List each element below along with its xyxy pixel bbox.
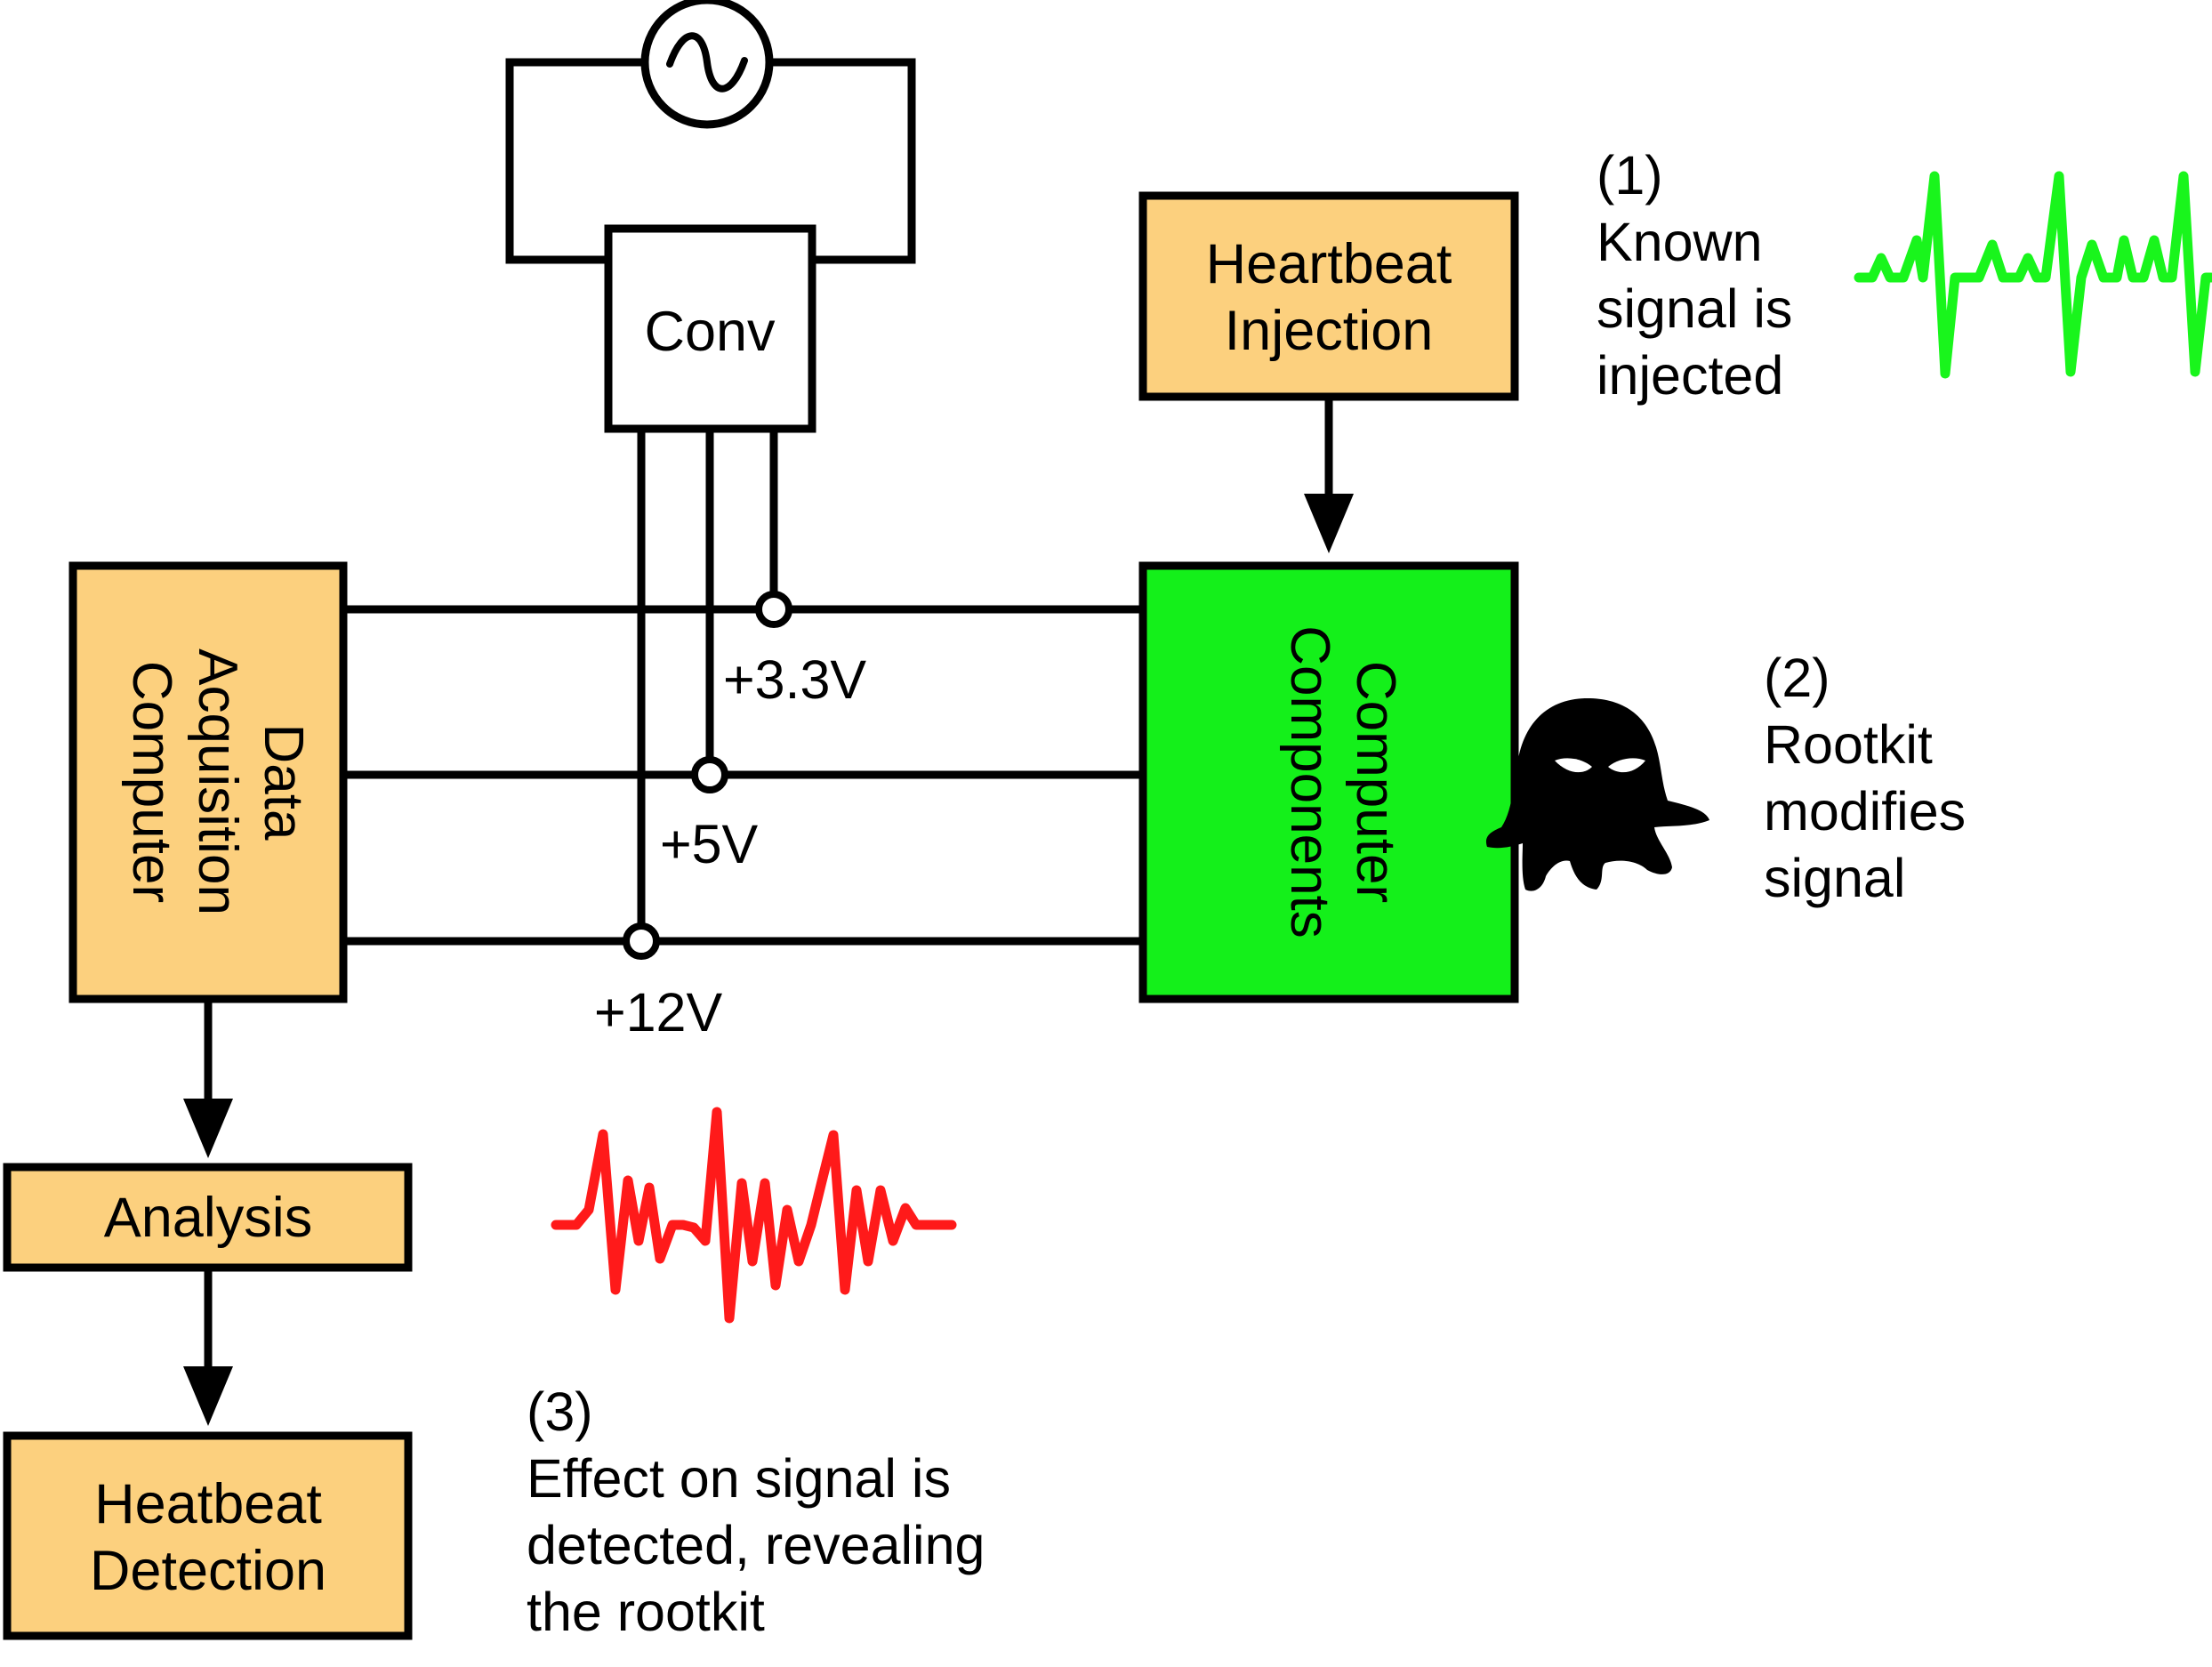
analysis-box: Analysis (3, 1163, 413, 1272)
detection-label-line1: Heatbeat (94, 1473, 322, 1535)
converter-label: Conv (644, 301, 776, 363)
ac-sine-source-icon (640, 0, 774, 129)
note2-line3: modifies (1764, 781, 1966, 842)
note3-line3: detected, revealing (527, 1515, 985, 1575)
detection-label-line2: Detection (90, 1540, 326, 1602)
note3-line4: the rootkit (527, 1582, 765, 1642)
analysis-to-detection-arrow (183, 1268, 233, 1426)
ac-source-circuit (505, 58, 916, 264)
voltage-label-3v3: +3.3V (723, 649, 866, 710)
rail-junctions (623, 591, 792, 960)
note2-line1: (2) (1764, 648, 1830, 708)
note1-line4: injected (1597, 345, 1783, 406)
junction-12v (623, 922, 660, 960)
note-step1: (1) Known signal is injected (1597, 145, 1792, 406)
computer-components-box: Computer Components (1138, 561, 1519, 1003)
junction-5v (691, 756, 728, 793)
note2-line4: signal (1764, 848, 1905, 908)
note2-line2: Rootkit (1764, 714, 1933, 775)
note-step3: (3) Effect on signal is detected, reveal… (527, 1381, 985, 1642)
converter-box: Conv (604, 224, 816, 433)
note3-line2: Effect on signal is (527, 1448, 951, 1509)
hooded-ghost-icon (1485, 698, 1709, 891)
injection-arrow (1304, 397, 1354, 553)
note3-line1: (3) (527, 1381, 593, 1442)
computer-components-label-line2: Components (1279, 625, 1340, 938)
voltage-label-5v: +5V (660, 814, 759, 874)
heartbeat-injection-label-line2: Injection (1225, 300, 1434, 362)
daq-label-line1: Data (253, 724, 314, 841)
note1-line1: (1) (1597, 145, 1663, 205)
note-step2: (2) Rootkit modifies signal (1764, 648, 1966, 908)
note1-line3: signal is (1597, 278, 1792, 339)
heartbeat-injection-label-line1: Heartbeat (1206, 233, 1452, 295)
modified-signal-waveform (551, 1107, 957, 1324)
daq-label-line3: Computer (121, 661, 182, 903)
junction-3v3 (755, 591, 792, 628)
power-rails (343, 429, 1143, 946)
data-acquisition-box: Data Acquisition Computer (68, 561, 348, 1003)
heartbeat-injection-box: Heartbeat Injection (1138, 191, 1519, 401)
daq-to-analysis-arrow (183, 999, 233, 1158)
analysis-label: Analysis (104, 1187, 313, 1249)
daq-label-line2: Acquisition (187, 648, 248, 915)
computer-components-label-line1: Computer (1345, 661, 1406, 903)
voltage-label-12v: +12V (594, 982, 722, 1043)
note1-line2: Known (1597, 212, 1763, 272)
known-signal-waveform (1854, 171, 2212, 379)
heartbeat-detection-box: Heatbeat Detection (3, 1431, 413, 1640)
